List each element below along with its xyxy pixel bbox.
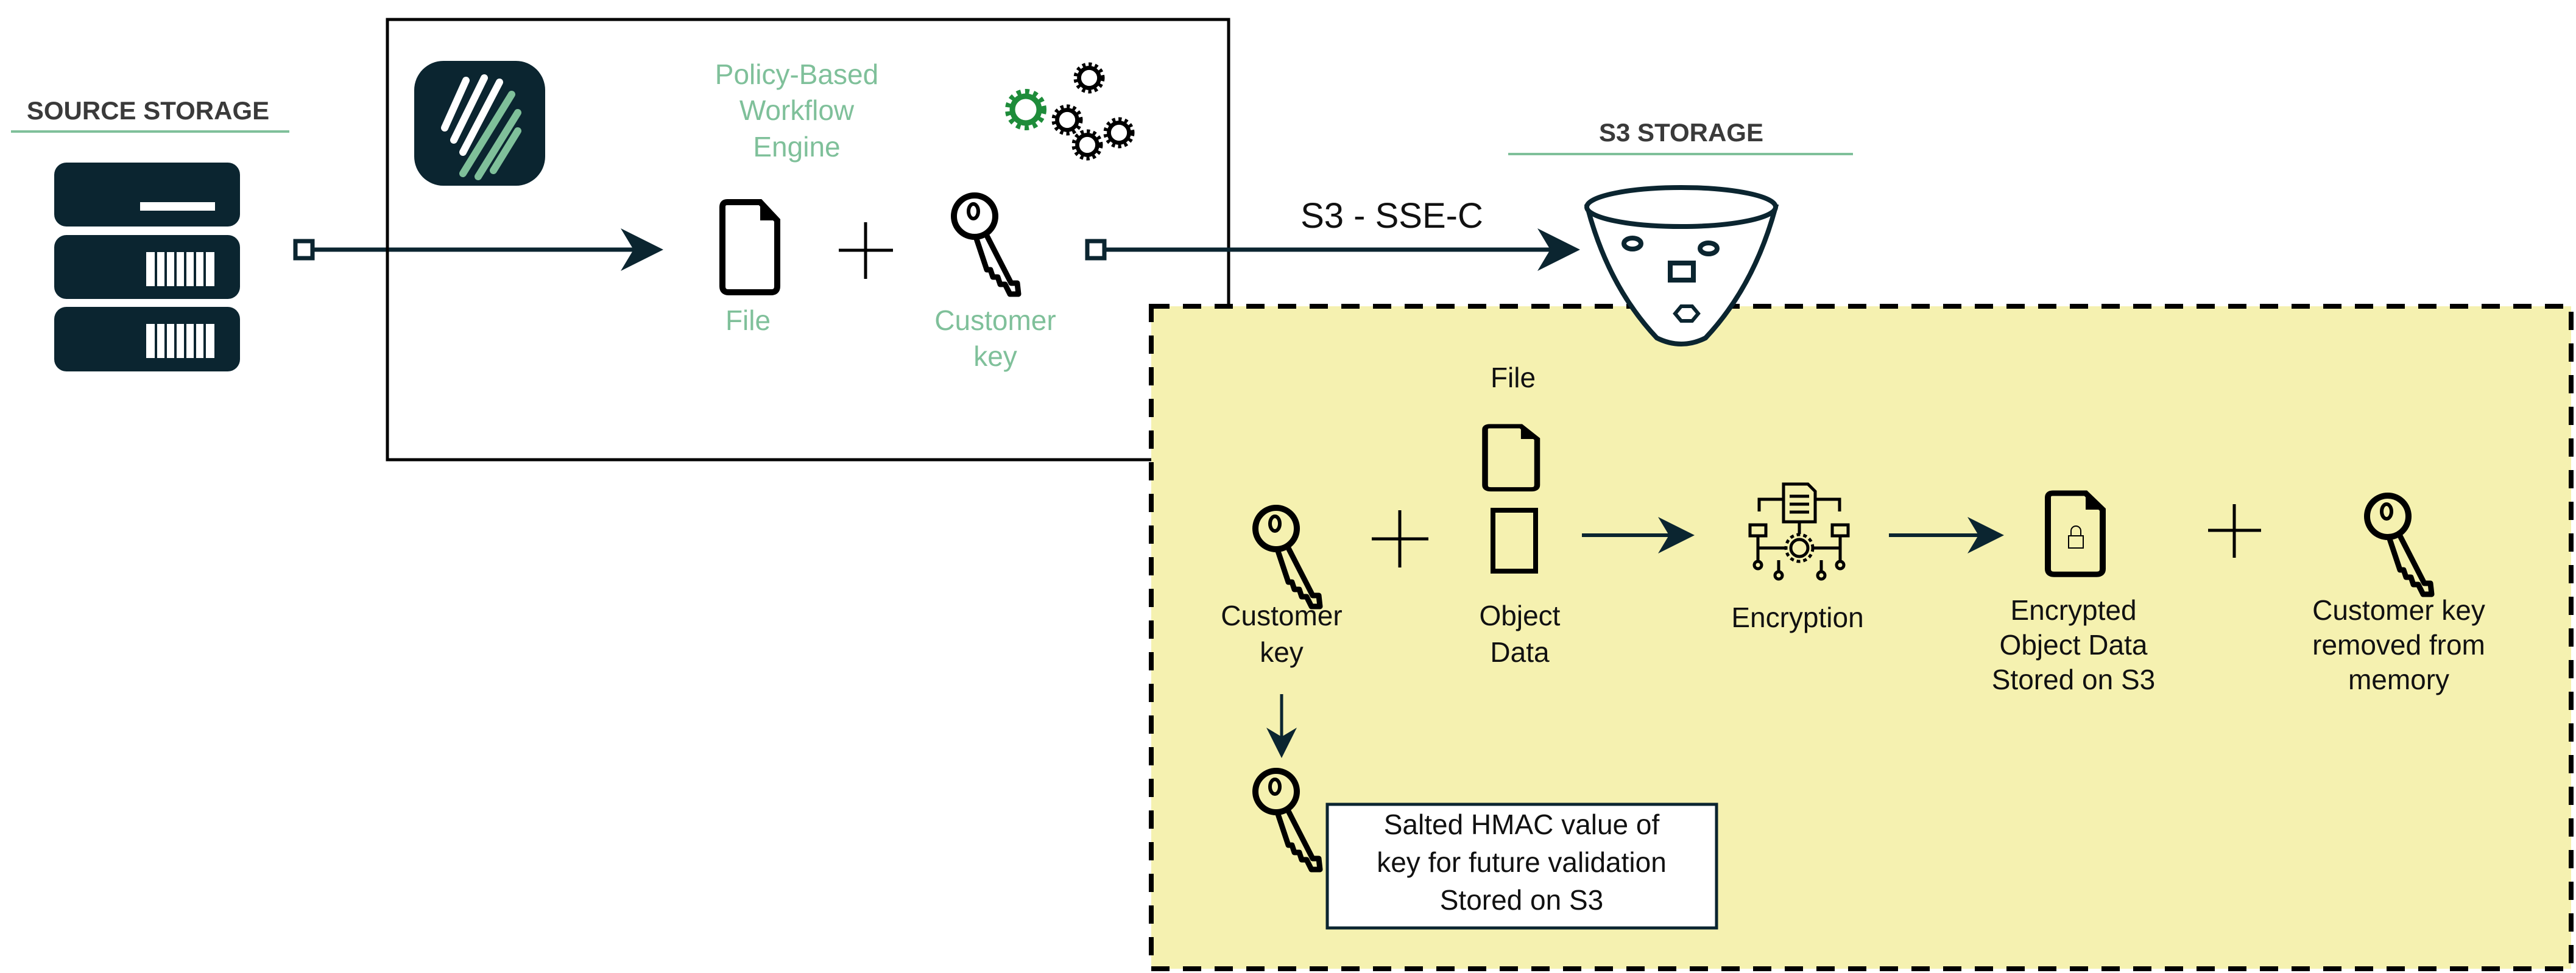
plus-icon: [2208, 504, 2261, 558]
encryption-icon: [1748, 482, 1850, 581]
encrypted-label-line-3: Stored on S3: [1992, 664, 2156, 695]
engine-title-line-3: Engine: [753, 131, 840, 163]
workflow-engine-box: [386, 18, 1230, 462]
engine-key-label-line-2: key: [973, 340, 1017, 372]
encrypted-label-line-1: Encrypted: [2010, 594, 2136, 626]
removed-label-line-1: Customer key: [2312, 594, 2485, 626]
object-data-label-line-1: Object: [1480, 600, 1561, 631]
object-data-label-line-2: Data: [1490, 636, 1550, 668]
engine-title-line-1: Policy-Based: [715, 58, 878, 90]
file-icon: [722, 202, 777, 292]
key-icon: [954, 195, 1018, 294]
customer-key-label-line-1: Customer: [1221, 600, 1342, 631]
source-storage-title: SOURCE STORAGE: [27, 96, 269, 125]
engine-key-label-line-1: Customer: [934, 304, 1056, 336]
encrypted-file-icon: [2048, 493, 2103, 574]
engine-title-line-2: Workflow: [739, 94, 855, 126]
plus-icon: [1372, 510, 1428, 567]
app-logo-icon: [414, 61, 545, 186]
customer-key-label-line-2: key: [1260, 636, 1304, 668]
connector-start-handle[interactable]: [293, 239, 315, 261]
connector-end-handle[interactable]: [1085, 239, 1107, 261]
hmac-note-box: [1325, 803, 1718, 930]
object-data-icon: [1491, 508, 1538, 574]
plus-icon: [839, 222, 893, 279]
gears-icon: [1007, 65, 1133, 159]
file-label: File: [1491, 362, 1536, 393]
s3-storage-title: S3 STORAGE: [1599, 118, 1763, 147]
hmac-line-2: key for future validation: [1377, 846, 1667, 878]
hmac-line-3: Stored on S3: [1440, 884, 1604, 916]
removed-label-line-2: removed from: [2312, 629, 2485, 661]
bucket-icon: [1584, 185, 1779, 346]
server-stack-icon: [54, 163, 240, 371]
connection-label: S3 - SSE-C: [1300, 196, 1483, 236]
encrypted-label-line-2: Object Data: [2000, 629, 2148, 661]
engine-file-label: File: [725, 304, 771, 336]
encryption-label: Encryption: [1731, 602, 1863, 633]
removed-label-line-3: memory: [2348, 664, 2449, 695]
sse-c-process-area: [1149, 304, 2574, 971]
hmac-line-1: Salted HMAC value of: [1384, 809, 1660, 840]
